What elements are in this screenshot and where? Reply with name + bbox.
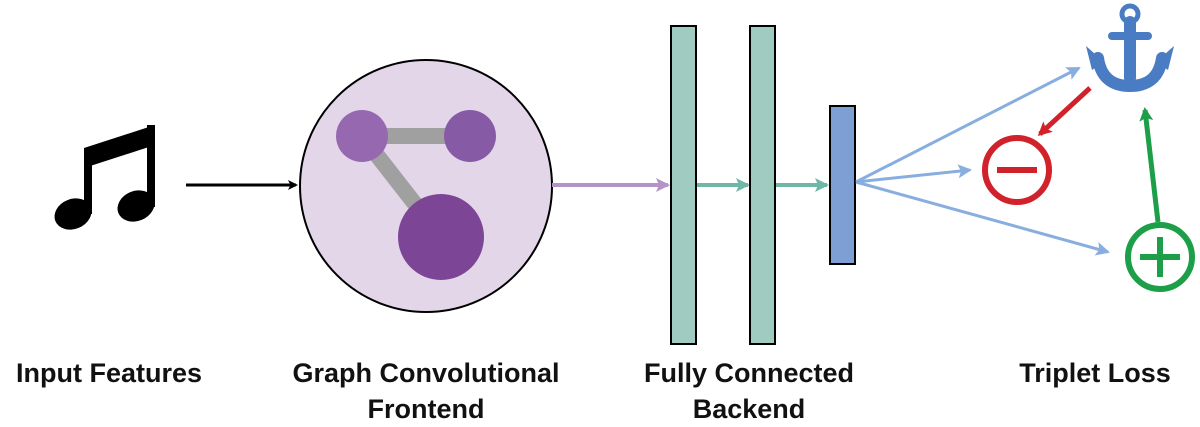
arrow-to-negative bbox=[855, 164, 972, 184]
arrow-to-anchor bbox=[855, 66, 1081, 184]
plus-circle-icon bbox=[1125, 222, 1195, 292]
label-line: Triplet Loss bbox=[1019, 358, 1171, 388]
graph-node bbox=[444, 110, 496, 162]
fc-layer bbox=[749, 25, 776, 345]
graph-frontend bbox=[299, 59, 553, 313]
anchor-icon bbox=[1092, 3, 1168, 93]
arrow-anchor-to-negative bbox=[1037, 86, 1092, 137]
label-fc-backend: Fully Connected Backend bbox=[614, 355, 884, 427]
music-note-icon bbox=[54, 125, 155, 230]
label-line: Graph Convolutional bbox=[292, 358, 560, 388]
label-line: Input Features bbox=[15, 358, 203, 388]
label-input-features: Input Features bbox=[0, 355, 218, 391]
arrow-to-positive bbox=[855, 180, 1110, 256]
label-line: Backend bbox=[692, 394, 806, 424]
graph-node bbox=[398, 194, 484, 280]
graph-node bbox=[336, 110, 388, 162]
arrow-positive-to-anchor bbox=[1139, 107, 1161, 223]
fc-layer bbox=[670, 25, 697, 345]
label-triplet-loss: Triplet Loss bbox=[990, 355, 1200, 391]
label-line: Frontend bbox=[367, 394, 485, 424]
label-graph-frontend: Graph Convolutional Frontend bbox=[262, 355, 590, 427]
embedding-layer bbox=[829, 105, 856, 265]
minus-circle-icon bbox=[982, 135, 1052, 205]
label-line: Fully Connected bbox=[643, 358, 854, 388]
